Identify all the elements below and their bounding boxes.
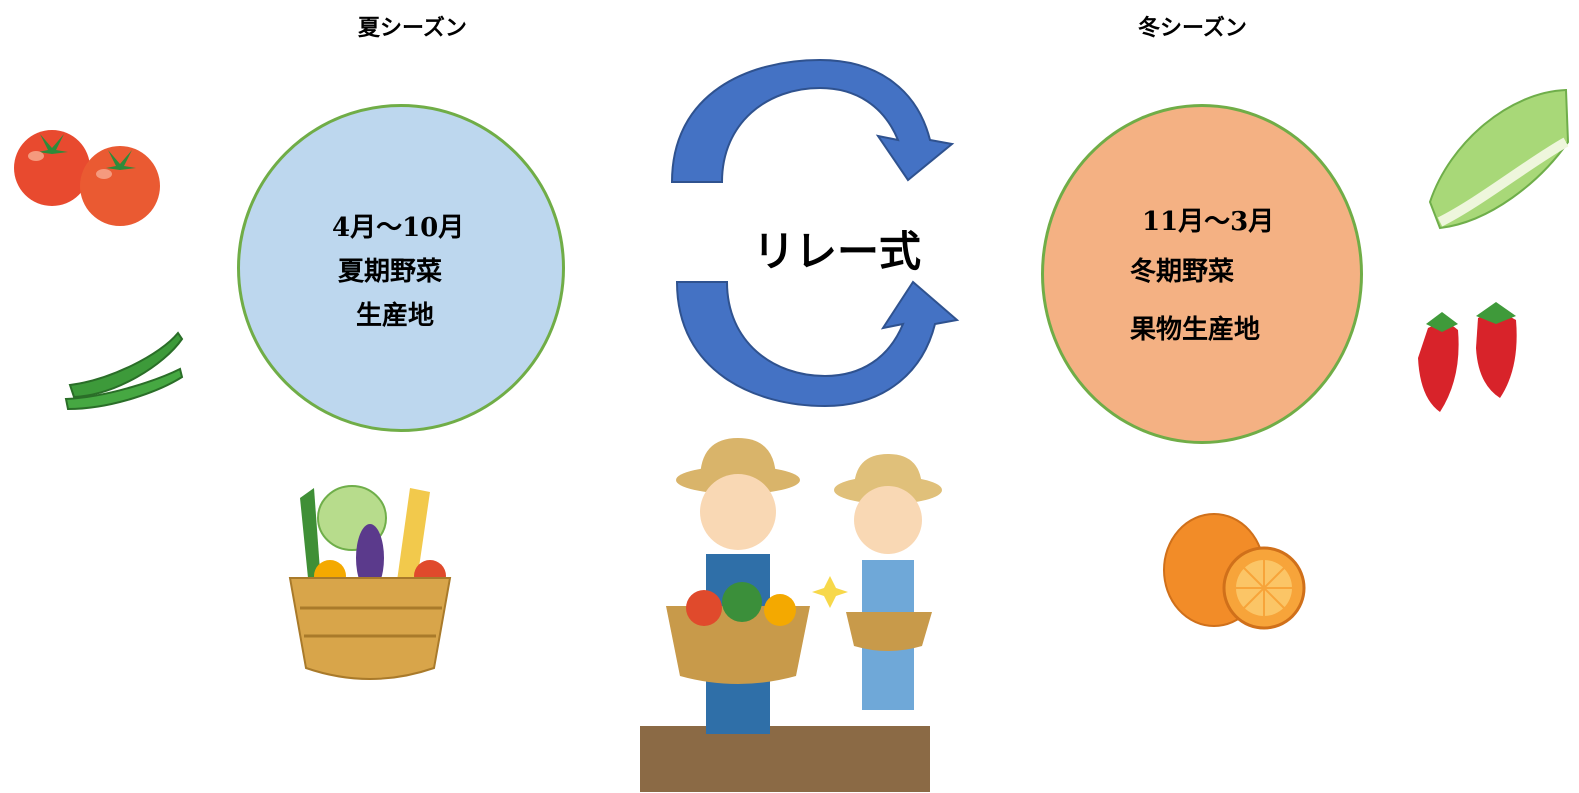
summer-production-text: 生産地: [356, 301, 435, 331]
winter-circle: [1041, 104, 1363, 444]
relay-arrow-bottom: [675, 280, 960, 408]
vegetable-basket-icon: [288, 485, 452, 680]
summer-circle: [237, 104, 565, 432]
cucumber-icon: [64, 331, 184, 411]
winter-production-text: 果物生産地: [1130, 315, 1261, 345]
strawberry-icon: [1418, 302, 1517, 412]
winter-period-text: 11月～3月: [1142, 207, 1275, 237]
summer-vegetables-text: 夏期野菜: [338, 257, 443, 287]
farmers-icon: [640, 438, 942, 792]
relay-arrow-top: [670, 58, 955, 183]
summer-period-text: 4月～10月: [332, 213, 465, 243]
orange-icon: [1163, 513, 1306, 630]
chinese-cabbage-icon: [1428, 88, 1570, 230]
tomato-icon: [14, 130, 160, 226]
winter-vegetables-text: 冬期野菜: [1130, 257, 1235, 287]
summer-season-title: 夏シーズン: [358, 15, 467, 41]
relay-label: リレー式: [753, 227, 922, 276]
winter-season-title: 冬シーズン: [1138, 15, 1247, 41]
